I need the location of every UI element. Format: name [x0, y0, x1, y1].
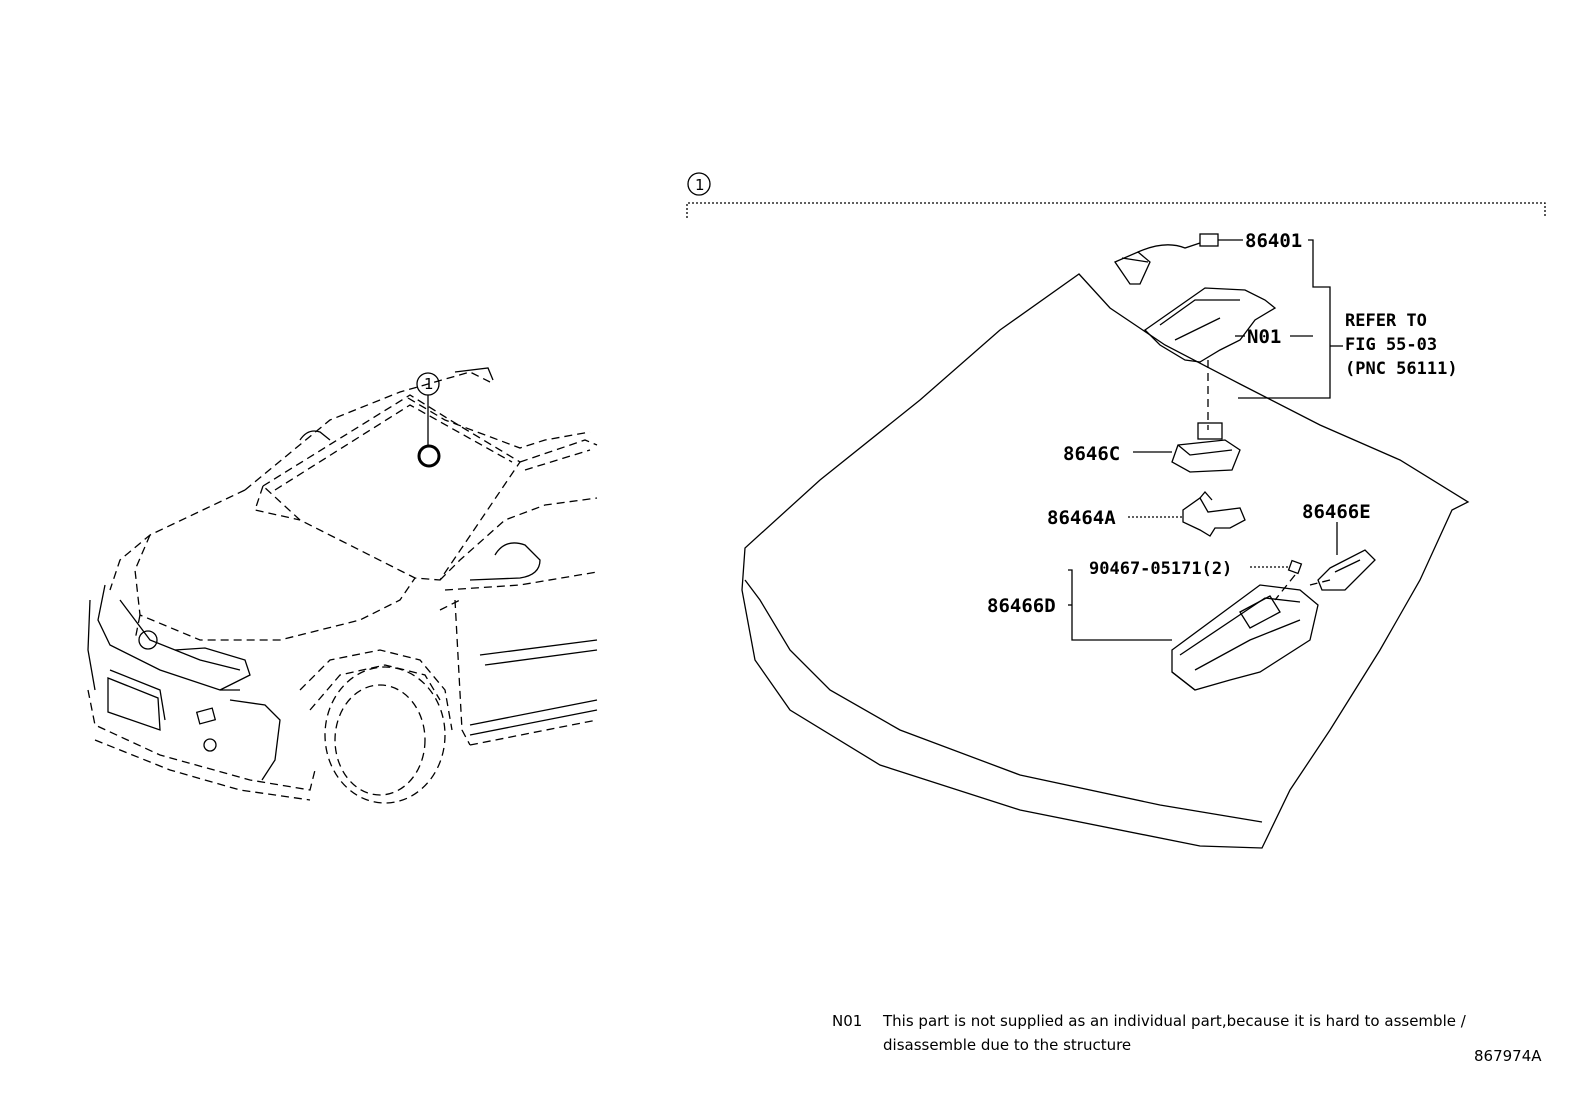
part-label-86464a: 86464A: [1047, 507, 1116, 529]
group-callout-index: 1: [695, 176, 705, 194]
windshield-glass: [741, 273, 1470, 849]
reference-line3: (PNC 56111): [1345, 359, 1458, 379]
note-text-line1: This part is not supplied as an individu…: [883, 1012, 1466, 1030]
illustration-id: 867974A: [1474, 1047, 1542, 1065]
part-label-8646c: 8646C: [1063, 443, 1120, 465]
part-label-86401: 86401: [1245, 230, 1302, 252]
part-90467-clip: [1250, 559, 1303, 601]
part-label-n01: N01: [1247, 326, 1281, 348]
part-label-86466e: 86466E: [1302, 501, 1371, 523]
part-8646c-camera: [1133, 422, 1241, 473]
part-label-86466d: 86466D: [987, 595, 1056, 617]
part-86466d-housing: [1068, 569, 1319, 691]
group-bracket: [686, 172, 1546, 218]
reference-line1: REFER TO: [1345, 311, 1427, 331]
note-code: N01: [832, 1012, 863, 1030]
part-86464a-bracket: [1128, 490, 1246, 537]
part-label-90467: 90467-05171(2): [1089, 559, 1232, 579]
reference-line2: FIG 55-03: [1345, 335, 1437, 355]
part-n01-bracket: [1143, 287, 1313, 363]
note-text-line2: disassemble due to the structure: [883, 1036, 1132, 1054]
part-86401-sensor: [1114, 233, 1331, 399]
car-callout-index: 1: [424, 375, 434, 393]
car-illustration: [87, 367, 598, 804]
part-86466e-cover: [1309, 522, 1376, 591]
